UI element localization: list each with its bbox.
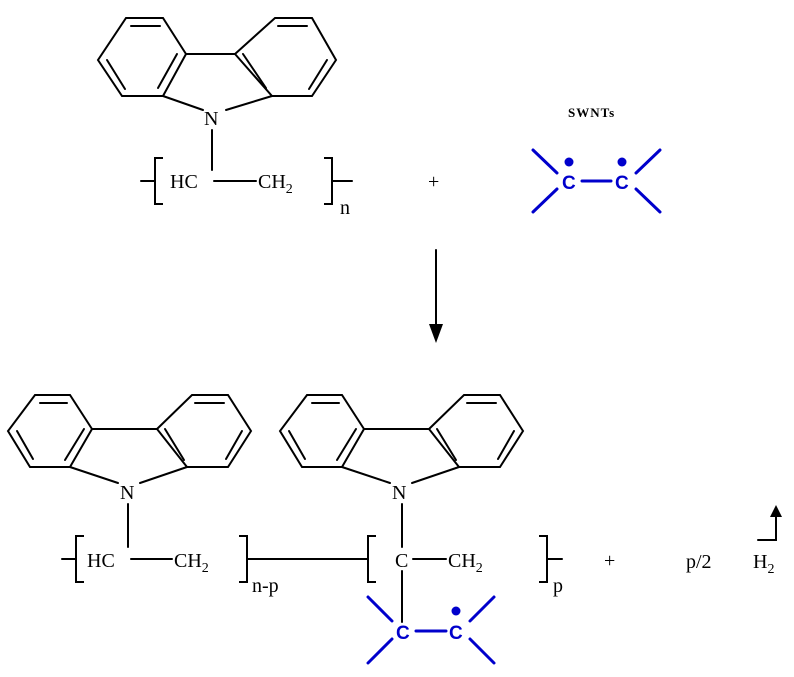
nitrogen-atom-product-1: N — [120, 482, 134, 504]
reactant-pvk: N HC CH2 n — [96, 17, 353, 219]
swnt-carbon-right: C — [615, 173, 629, 194]
hydrogen-byproduct: p/2 H2 — [686, 505, 782, 577]
product-backbone-ch: HC — [87, 550, 115, 572]
carbazole-ring-product-1 — [6, 394, 253, 484]
hydrogen-formula: H2 — [753, 551, 774, 577]
product-unit-2: N C CH2 p — [278, 394, 563, 623]
swnt-label: SWNTs — [568, 105, 615, 120]
plus-sign-top: + — [428, 171, 439, 193]
gas-evolution-arrow-icon — [757, 505, 782, 541]
byproduct-coefficient: p/2 — [686, 551, 712, 573]
bound-carbon-right: C — [449, 623, 463, 644]
nitrogen-atom-product-2: N — [392, 482, 406, 504]
carbazole-ring-product-2 — [278, 394, 525, 484]
repeat-subscript-n-p: n-p — [252, 575, 279, 597]
product-backbone-ch2-1: CH2 — [174, 550, 209, 576]
plus-sign-bottom: + — [604, 550, 615, 572]
radical-dot-left — [564, 157, 574, 167]
swnt-carbon-left: C — [562, 173, 576, 194]
backbone-ch: HC — [170, 171, 198, 193]
product-backbone-c: C — [395, 550, 408, 572]
bound-carbon-left: C — [396, 623, 410, 644]
backbone-ch2: CH2 — [258, 171, 293, 197]
carbazole-ring-reactant — [96, 17, 338, 111]
radical-dot-bound — [451, 606, 461, 616]
product-backbone-ch2-2: CH2 — [448, 550, 483, 576]
swnt-fragment: SWNTs C C — [531, 105, 662, 214]
repeat-subscript-p: p — [553, 575, 563, 597]
swnt-fragment-bound: C C — [366, 595, 496, 665]
nitrogen-atom: N — [204, 108, 218, 130]
product-unit-1: N HC CH2 n-p — [6, 394, 279, 597]
radical-dot-right — [617, 157, 627, 167]
repeat-subscript-n: n — [340, 197, 350, 219]
reaction-arrow — [429, 249, 443, 343]
